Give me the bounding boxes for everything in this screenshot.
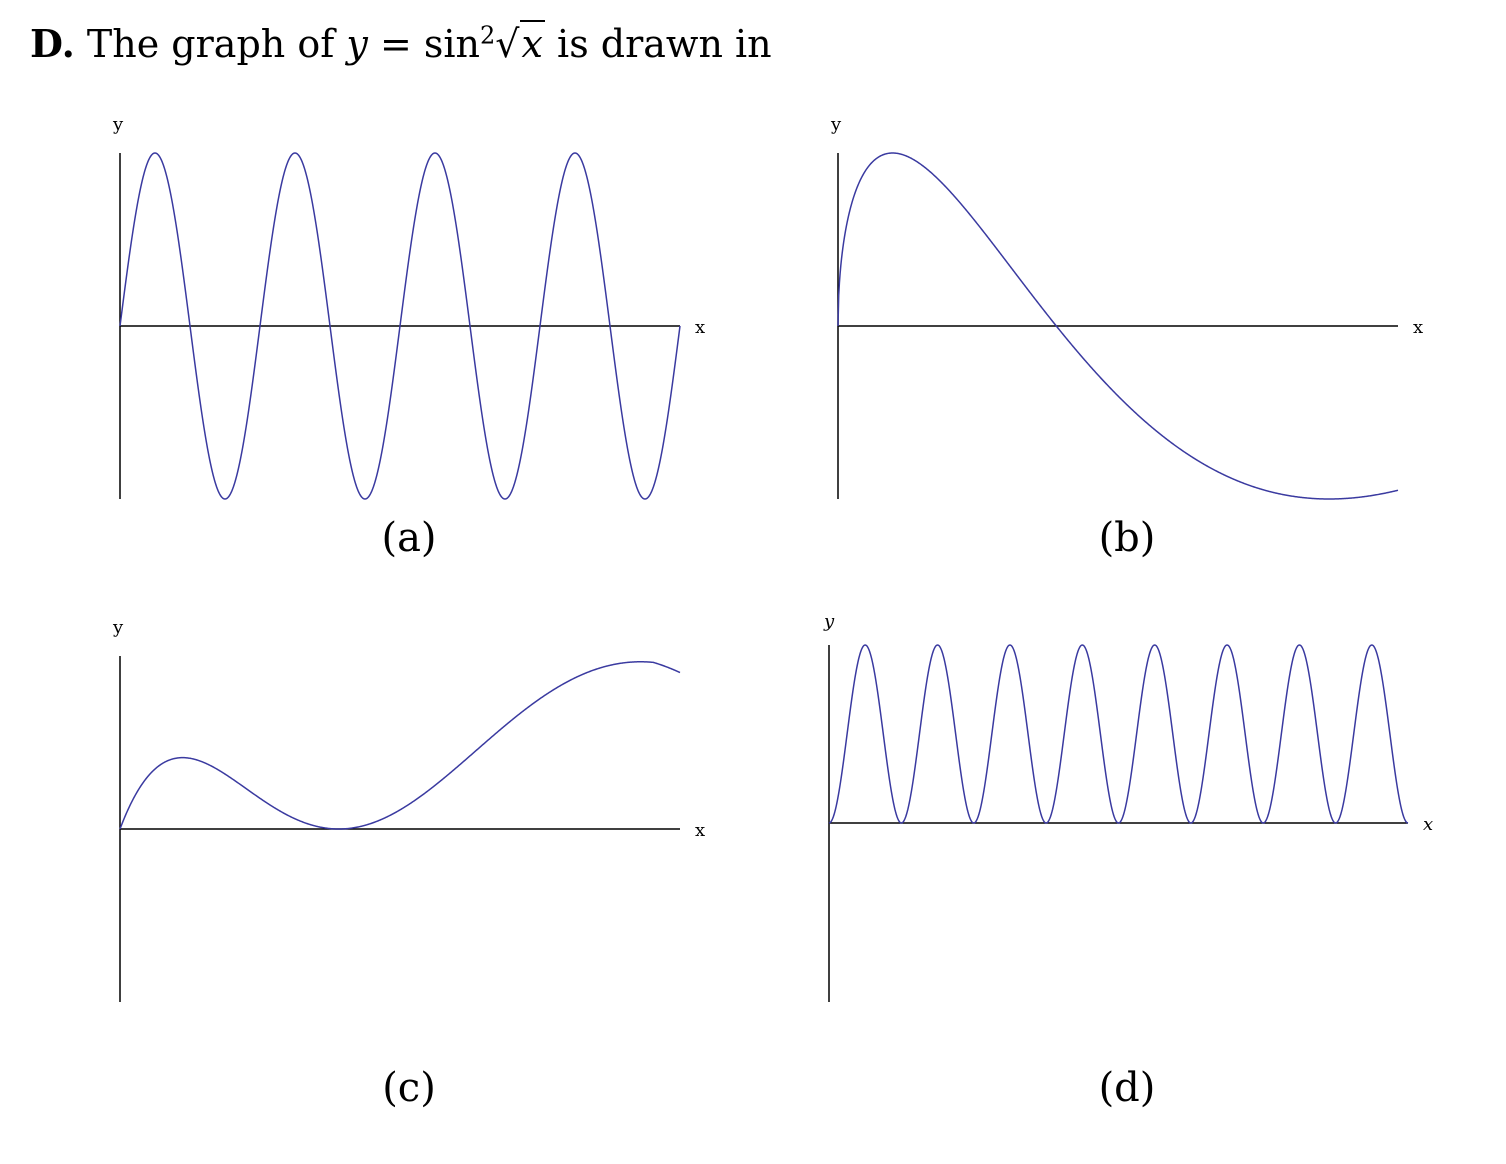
math-exponent: 2 bbox=[480, 21, 496, 50]
x-axis-label: x bbox=[1413, 317, 1423, 338]
y-axis-label: y bbox=[823, 611, 835, 632]
math-var-x: x bbox=[519, 20, 545, 66]
math-function-sin: sin bbox=[423, 22, 481, 66]
y-axis-label: y bbox=[830, 114, 842, 135]
graph-panel-c[interactable]: y x (c) bbox=[112, 617, 705, 1111]
graph-panel-b[interactable]: y x (b) bbox=[830, 114, 1423, 561]
caption-b: (b) bbox=[1099, 515, 1156, 561]
question-label: D. bbox=[30, 21, 75, 66]
y-axis-label: y bbox=[112, 114, 124, 135]
graph-panel-d[interactable]: y x (d) bbox=[823, 611, 1433, 1111]
curve bbox=[837, 152, 1399, 500]
curve bbox=[119, 152, 681, 500]
x-axis-label: x bbox=[1423, 814, 1433, 835]
math-equals: = bbox=[379, 22, 412, 66]
graph-panel-a[interactable]: y x (a) bbox=[112, 114, 705, 561]
curve bbox=[828, 644, 1409, 824]
radical-icon: √ bbox=[495, 22, 520, 66]
x-axis-label: x bbox=[695, 317, 705, 338]
question-text: D. The graph of y = sin2√x is drawn in bbox=[30, 20, 772, 68]
caption-c: (c) bbox=[382, 1065, 436, 1111]
question-text-after: is drawn in bbox=[557, 22, 772, 66]
curve bbox=[119, 661, 681, 830]
x-axis-label: x bbox=[695, 820, 705, 841]
caption-a: (a) bbox=[381, 515, 436, 561]
math-var-y: y bbox=[346, 22, 368, 66]
math-sqrt: √x bbox=[495, 20, 545, 68]
y-axis-label: y bbox=[112, 617, 124, 638]
caption-d: (d) bbox=[1099, 1065, 1156, 1111]
question-text-before: The graph of bbox=[86, 22, 335, 66]
